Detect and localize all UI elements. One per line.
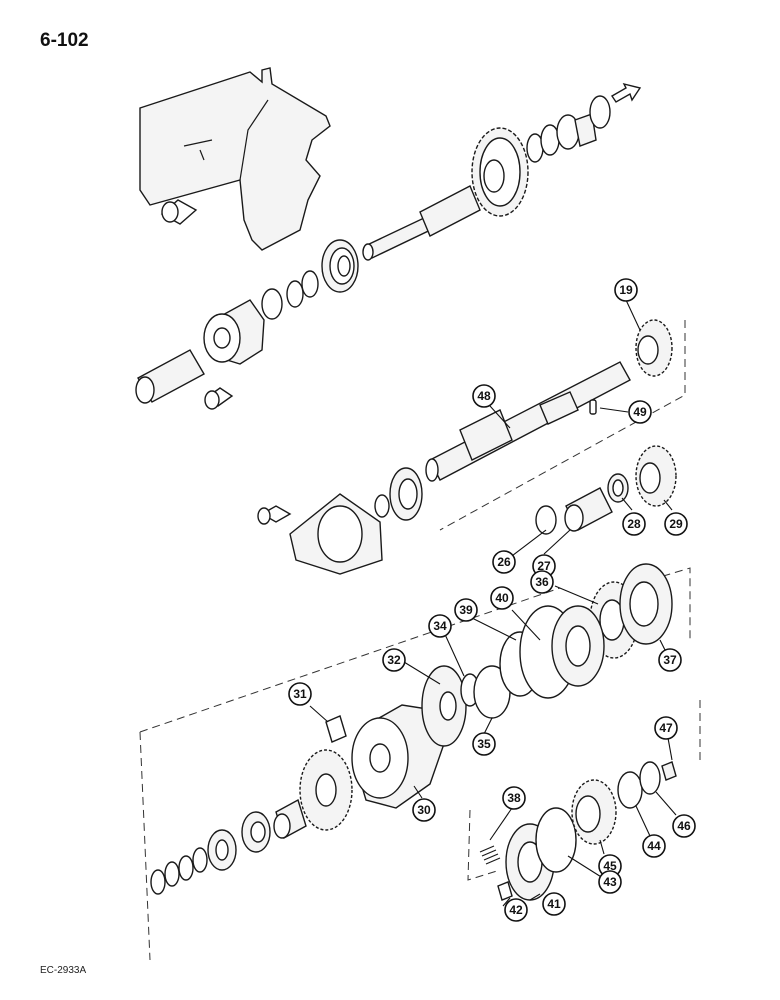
page-number: 6-102 bbox=[40, 30, 89, 51]
washer-44 bbox=[617, 771, 643, 809]
callout-41: 41 bbox=[542, 892, 566, 916]
svg-text:39: 39 bbox=[459, 603, 473, 617]
seal-26 bbox=[535, 505, 557, 535]
gear-45 bbox=[571, 779, 617, 845]
pin-49 bbox=[589, 399, 597, 415]
ring-43 bbox=[535, 807, 577, 873]
callout-34: 34 bbox=[428, 614, 452, 638]
upper-spacer-rings bbox=[261, 270, 319, 320]
middle-snap-ring bbox=[374, 494, 390, 518]
svg-text:38: 38 bbox=[507, 791, 521, 805]
lower-rings bbox=[150, 847, 208, 895]
plate-37 bbox=[619, 563, 673, 645]
bushing-28 bbox=[607, 473, 629, 503]
callout-47: 47 bbox=[654, 716, 678, 740]
lower-gear bbox=[299, 749, 353, 831]
svg-text:47: 47 bbox=[659, 721, 673, 735]
sleeve-27 bbox=[564, 487, 613, 532]
spring-38 bbox=[479, 845, 501, 865]
tab-plate bbox=[551, 605, 605, 687]
svg-text:45: 45 bbox=[603, 859, 617, 873]
svg-text:40: 40 bbox=[495, 591, 509, 605]
svg-text:34: 34 bbox=[433, 619, 447, 633]
svg-text:48: 48 bbox=[477, 389, 491, 403]
callout-37: 37 bbox=[658, 648, 682, 672]
svg-text:44: 44 bbox=[647, 839, 661, 853]
callout-35: 35 bbox=[472, 732, 496, 756]
svg-text:41: 41 bbox=[547, 897, 561, 911]
callout-39: 39 bbox=[454, 598, 478, 622]
gear-30-drum bbox=[351, 704, 447, 809]
middle-cover bbox=[289, 493, 383, 575]
callout-40: 40 bbox=[490, 586, 514, 610]
callout-31: 31 bbox=[288, 682, 312, 706]
piston-32 bbox=[421, 665, 467, 747]
svg-text:37: 37 bbox=[663, 653, 677, 667]
callout-32: 32 bbox=[382, 648, 406, 672]
drawing-code: EC-2933A bbox=[40, 965, 87, 976]
plug-47 bbox=[661, 761, 677, 781]
callout-30: 30 bbox=[412, 798, 436, 822]
upper-cover-bolt bbox=[204, 387, 234, 410]
callout-42: 42 bbox=[504, 898, 528, 922]
callout-38: 38 bbox=[502, 786, 526, 810]
svg-text:36: 36 bbox=[535, 575, 549, 589]
callout-46: 46 bbox=[672, 814, 696, 838]
lower-collar bbox=[241, 811, 271, 853]
upper-large-gear bbox=[471, 127, 529, 217]
upper-bearing bbox=[321, 239, 359, 293]
svg-text:19: 19 bbox=[619, 283, 633, 297]
svg-text:46: 46 bbox=[677, 819, 691, 833]
callout-48: 48 bbox=[472, 384, 496, 408]
mounting-bracket bbox=[139, 67, 331, 251]
callout-43: 43 bbox=[598, 870, 622, 894]
shaft-48 bbox=[425, 361, 631, 482]
callout-28: 28 bbox=[622, 512, 646, 536]
svg-text:26: 26 bbox=[497, 555, 511, 569]
svg-text:42: 42 bbox=[509, 903, 523, 917]
middle-cover-bolt bbox=[257, 505, 292, 525]
upper-shaft bbox=[362, 185, 481, 261]
gear-29 bbox=[635, 445, 677, 507]
svg-text:27: 27 bbox=[537, 559, 551, 573]
callout-49: 49 bbox=[628, 400, 652, 424]
upper-pin bbox=[135, 349, 205, 404]
direction-arrow bbox=[611, 82, 642, 103]
callout-19: 19 bbox=[614, 278, 638, 302]
upper-rings bbox=[526, 95, 611, 163]
svg-text:30: 30 bbox=[417, 803, 431, 817]
lower-bushing bbox=[273, 798, 307, 840]
bracket-bolt bbox=[160, 199, 198, 225]
gear-19 bbox=[635, 319, 673, 377]
pin-31 bbox=[325, 715, 347, 743]
pin-42 bbox=[497, 881, 513, 901]
svg-text:49: 49 bbox=[633, 405, 647, 419]
upper-cover-flange bbox=[203, 299, 265, 365]
svg-text:35: 35 bbox=[477, 737, 491, 751]
svg-text:31: 31 bbox=[293, 687, 307, 701]
svg-text:32: 32 bbox=[387, 653, 401, 667]
svg-text:43: 43 bbox=[603, 875, 617, 889]
svg-text:29: 29 bbox=[669, 517, 683, 531]
callout-44: 44 bbox=[642, 834, 666, 858]
svg-text:28: 28 bbox=[627, 517, 641, 531]
middle-bearing bbox=[389, 467, 423, 521]
lower-bearing bbox=[207, 829, 237, 871]
callout-26: 26 bbox=[492, 550, 516, 574]
ring-46 bbox=[639, 761, 661, 795]
callout-45: 45 bbox=[598, 854, 622, 878]
callout-29: 29 bbox=[664, 512, 688, 536]
callout-36: 36 bbox=[530, 570, 554, 594]
